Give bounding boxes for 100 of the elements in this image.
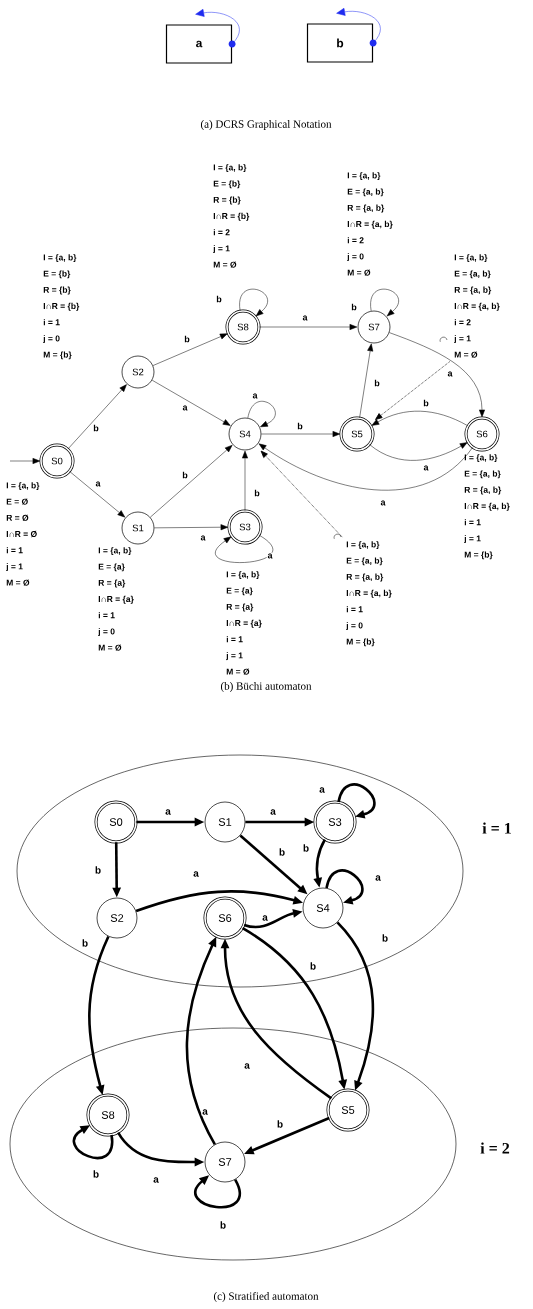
loop-arrow bbox=[239, 288, 268, 317]
node-label: j = 0 bbox=[43, 335, 60, 344]
node-label: I∩R = {b} bbox=[213, 212, 250, 221]
node-label: E = {a, b} bbox=[464, 470, 501, 479]
node-label: M = Ø bbox=[213, 261, 237, 268]
loop-arrow bbox=[337, 783, 376, 819]
node-label: i = 1 bbox=[6, 547, 23, 554]
edge-label: b bbox=[278, 847, 286, 857]
edge-label: b bbox=[92, 423, 100, 433]
edge-label: a bbox=[164, 808, 172, 816]
node-label: j = 0 bbox=[347, 253, 364, 262]
node-label: E = {b} bbox=[43, 270, 71, 279]
node-label: I = {a, b} bbox=[43, 254, 77, 263]
caption: (a) DCRS Graphical Notation bbox=[200, 120, 332, 130]
node-label: I∩R = Ø bbox=[6, 530, 37, 538]
node-label: i = 2 bbox=[213, 229, 230, 236]
edge-label: a bbox=[199, 534, 207, 542]
edge-label: a bbox=[318, 786, 326, 794]
edge-label: b bbox=[276, 1119, 284, 1129]
node-label: i = 1 bbox=[226, 636, 243, 643]
edge-label: b bbox=[215, 294, 223, 304]
node-label: M = {b} bbox=[464, 551, 493, 560]
edge-label: b bbox=[219, 1220, 227, 1230]
layer-label: i = 2 bbox=[480, 1142, 510, 1154]
edge-label: b bbox=[81, 938, 89, 948]
node-label: I = {a, b} bbox=[98, 547, 132, 556]
leader-line bbox=[260, 450, 343, 540]
edge-label: b bbox=[181, 470, 189, 480]
node-label: I = {a, b} bbox=[6, 482, 40, 491]
edge-label: a bbox=[422, 464, 430, 472]
arrow bbox=[69, 471, 126, 518]
node-label: M = Ø bbox=[347, 269, 371, 276]
arrow bbox=[152, 333, 228, 366]
node-label: I = {a, b} bbox=[464, 454, 498, 463]
caption: (b) Büchi automaton bbox=[220, 682, 312, 692]
node-label: I∩R = {a, b} bbox=[347, 220, 393, 229]
edge-label: a bbox=[152, 1176, 160, 1184]
loop-arrow bbox=[336, 8, 381, 44]
annotation-text: I = {a, b} E = {a, b} R = {a, b} I∩R = {a, b} i = 1 j = 0 M = {b} bbox=[346, 541, 392, 647]
node-label: I = {a, b} bbox=[213, 164, 247, 173]
state-annotation: I = {a, b} E = {a} R = {a} I∩R = {a} i = 1 j = 1 M = Ø bbox=[226, 571, 262, 675]
edge-label: a bbox=[94, 480, 102, 488]
edge-label: b bbox=[381, 933, 389, 943]
node-label: E = {b} bbox=[213, 180, 241, 189]
arrow bbox=[259, 324, 358, 330]
edge-label: a bbox=[374, 874, 382, 882]
loop-arrow bbox=[72, 1125, 114, 1160]
node-label: E = {a} bbox=[98, 563, 125, 572]
edge-label: b bbox=[296, 421, 304, 431]
caption: (c) Stratified automaton bbox=[213, 1291, 319, 1303]
edge-label: a bbox=[181, 404, 189, 412]
edge-label: a bbox=[251, 392, 259, 400]
node-label: j = 1 bbox=[226, 652, 243, 661]
edge-label: a bbox=[201, 1108, 209, 1116]
node-label: I∩R = {a} bbox=[226, 619, 262, 628]
node-label: M = Ø bbox=[226, 668, 250, 675]
arrow bbox=[371, 410, 469, 427]
node-label: R = {a} bbox=[98, 579, 126, 588]
node-label: R = {a} bbox=[226, 603, 254, 612]
edge-label: b bbox=[253, 488, 261, 498]
node-label: M = {b} bbox=[43, 351, 72, 360]
node-label: I∩R = {b} bbox=[43, 302, 80, 311]
node-label: R = {b} bbox=[213, 196, 241, 205]
state-annotation: I = {a, b} E = {a, b} R = {a, b} I∩R = {a, b} i = 2 j = 0 M = Ø bbox=[347, 172, 393, 276]
arrow bbox=[369, 442, 468, 461]
node-label: j = 1 bbox=[213, 245, 230, 254]
arrow bbox=[9, 458, 41, 464]
edge-label: a bbox=[301, 314, 309, 322]
node-label: i = 1 bbox=[43, 319, 60, 326]
edge-label: b bbox=[302, 843, 310, 853]
loop-arrow bbox=[195, 9, 240, 45]
arrow bbox=[389, 332, 485, 418]
layer-label: i = 1 bbox=[482, 822, 511, 834]
arrow bbox=[151, 379, 231, 426]
arrow bbox=[150, 445, 233, 518]
edge-label: b bbox=[309, 961, 317, 971]
node-label: M = Ø bbox=[6, 579, 30, 586]
node-label: I = {a, b} bbox=[347, 172, 381, 181]
loop-arrow bbox=[247, 401, 276, 428]
node-label: I = {a, b} bbox=[226, 571, 260, 580]
node-label: I∩R = {a} bbox=[98, 595, 134, 604]
node-label: i = 2 bbox=[347, 237, 364, 244]
annotation-text: I = {a, b} E = {a, b} R = {a, b} I∩R = {a, b} i = 2 j = 1 M = Ø bbox=[454, 254, 500, 358]
state-annotation: I = {a, b} E = Ø R = Ø I∩R = Ø i = 1 j = 1 M = Ø bbox=[6, 482, 40, 586]
edge-label: a bbox=[269, 808, 277, 816]
edge-label: b bbox=[422, 398, 430, 408]
edge-label: a bbox=[192, 870, 200, 878]
node-label: j = 0 bbox=[98, 628, 115, 637]
process-box: b bbox=[306, 23, 374, 63]
node-label: i = 1 bbox=[464, 519, 481, 526]
node-label: j = 1 bbox=[6, 563, 23, 572]
state-annotation: I = {a, b} E = {b} R = {b} I∩R = {b} i = 1 j = 0 M = {b} bbox=[43, 254, 80, 360]
arrow bbox=[242, 450, 248, 511]
state-annotation: I = {a, b} E = {a} R = {a} I∩R = {a} i = 1 j = 0 M = Ø bbox=[98, 547, 134, 651]
node-label: R = {a, b} bbox=[464, 486, 502, 495]
node-label: R = Ø bbox=[6, 514, 29, 522]
node-label: M = Ø bbox=[98, 644, 122, 651]
edge-label: b bbox=[94, 865, 102, 875]
edge-label: b bbox=[92, 1169, 100, 1179]
loop-arrow bbox=[370, 288, 399, 317]
